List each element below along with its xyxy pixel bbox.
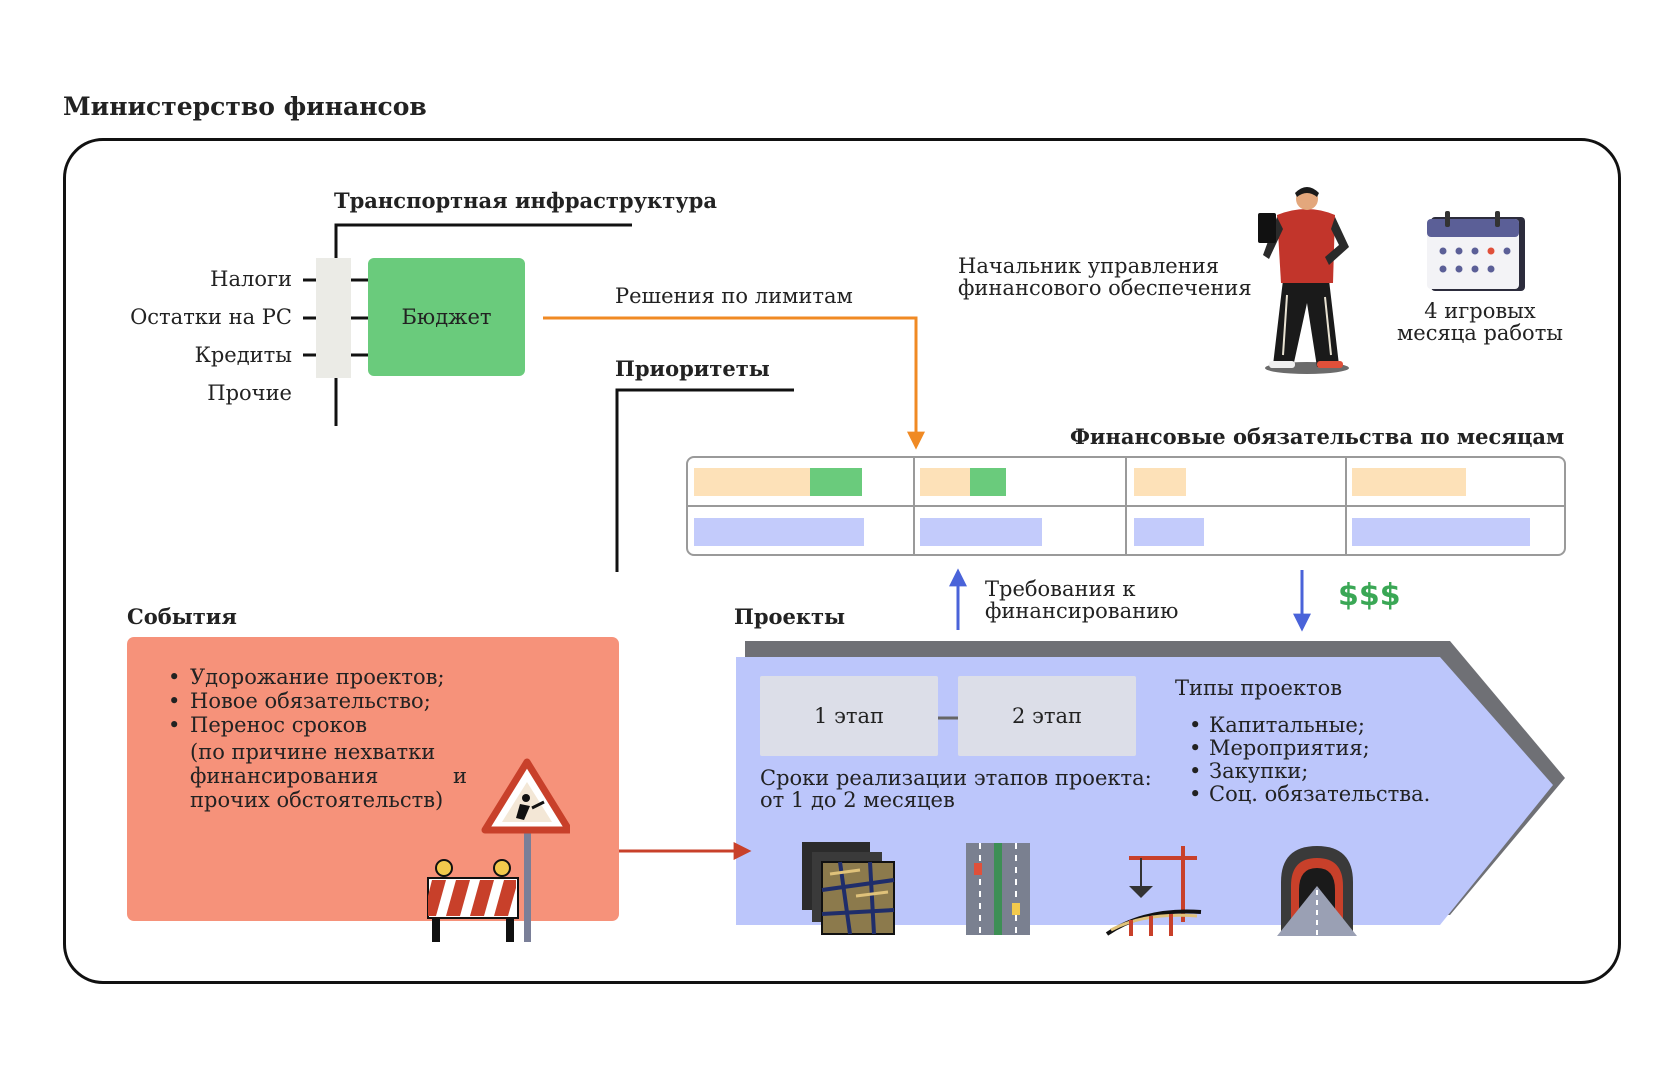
types-heading: Типы проектов <box>1175 676 1343 700</box>
stage-1-label: 1 этап <box>814 704 884 728</box>
input-label-other: Прочие <box>207 381 292 405</box>
bridge-construction-icon <box>1105 846 1202 936</box>
input-label-credits: Кредиты <box>194 343 292 367</box>
events-list: Удорожание проектов; Новое обязательство… <box>127 665 445 737</box>
type-item: Закупки; <box>1189 760 1430 784</box>
stage-2-box[interactable]: 2 этап <box>958 676 1136 756</box>
obligations-grid <box>686 456 1566 556</box>
page-title: Министерство финансов <box>63 92 427 121</box>
stage-1-box[interactable]: 1 этап <box>760 676 938 756</box>
manager-figure-icon <box>1258 187 1349 374</box>
period-label-line1: 4 игровых <box>1424 299 1536 323</box>
events-item: Новое обязательство; <box>168 689 445 713</box>
ministry-frame <box>63 138 1621 984</box>
stage-2-label: 2 этап <box>1012 704 1082 728</box>
limits-label: Решения по лимитам <box>615 284 853 308</box>
types-list: Капитальные; Мероприятия; Закупки; Соц. … <box>1175 714 1430 807</box>
obligations-heading: Финансовые обязательства по месяцам <box>1070 424 1565 449</box>
calendar-icon <box>1427 211 1525 291</box>
manager-label-line2: финансового обеспечения <box>958 276 1252 300</box>
priorities-heading: Приоритеты <box>615 356 770 381</box>
events-item3-and: и <box>453 764 467 788</box>
maps-icon <box>802 842 895 935</box>
type-item: Капитальные; <box>1189 714 1430 738</box>
events-item3-detail-line1: (по причине нехватки <box>190 740 436 764</box>
tunnel-icon <box>1277 846 1357 936</box>
period-label-line2: месяца работы <box>1396 321 1564 345</box>
manager-label-line1: Начальник управления <box>958 254 1219 278</box>
funding-request-line1: Требования к <box>985 577 1136 601</box>
events-item3-detail-line2: финансирования <box>190 764 379 788</box>
highway-icon <box>966 843 1030 935</box>
funding-request-line2: финансированию <box>985 599 1179 623</box>
timing-line2: от 1 до 2 месяцев <box>760 788 955 812</box>
timing-line1: Сроки реализации этапов проекта: <box>760 766 1152 790</box>
type-item: Соц. обязательства. <box>1189 783 1430 807</box>
events-item: Удорожание проектов; <box>168 665 445 689</box>
events-item3-detail-line3: прочих обстоятельств) <box>190 788 444 812</box>
events-heading: События <box>127 604 237 629</box>
events-item: Перенос сроков <box>168 713 445 737</box>
projects-heading: Проекты <box>734 604 846 629</box>
transport-heading: Транспортная инфраструктура <box>334 188 717 213</box>
input-label-taxes: Налоги <box>210 267 292 291</box>
type-item: Мероприятия; <box>1189 737 1430 761</box>
budget-box[interactable]: Бюджет <box>368 258 525 376</box>
roadworks-icon <box>427 758 570 942</box>
input-label-balances: Остатки на РС <box>130 305 292 329</box>
money-label: $$$ <box>1338 578 1401 613</box>
input-strip <box>316 258 351 378</box>
budget-label: Бюджет <box>401 305 492 329</box>
